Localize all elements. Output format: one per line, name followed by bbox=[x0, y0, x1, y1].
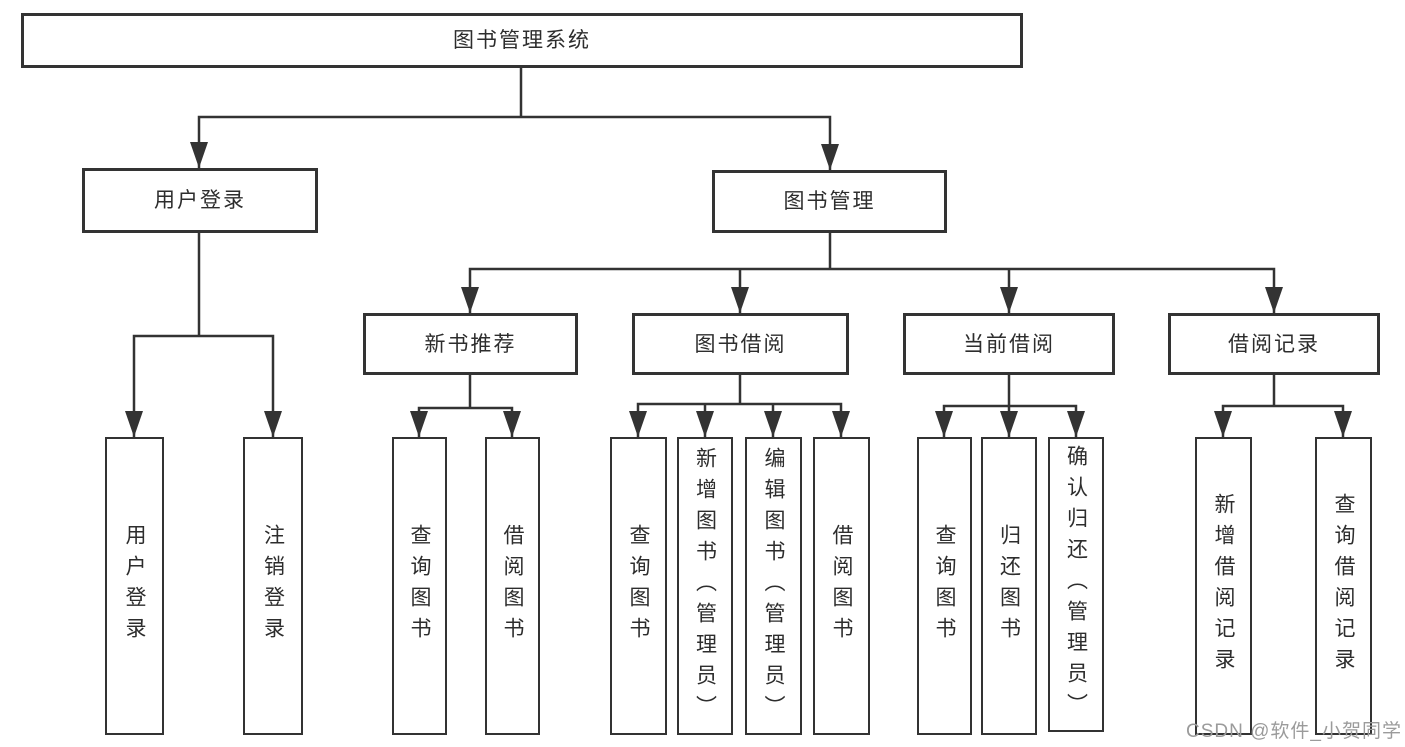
node-book-borrowing: 图书借阅 bbox=[632, 313, 849, 375]
watermark-text: CSDN @软件_小贺同学 bbox=[1186, 721, 1402, 742]
node-label: 编辑图书（管理员） bbox=[762, 446, 785, 726]
node-edit-books-admin: 编辑图书（管理员） bbox=[745, 437, 802, 735]
node-book-management: 图书管理 bbox=[712, 170, 947, 233]
node-label: 查询借阅记录 bbox=[1332, 493, 1355, 679]
node-borrow-books-1: 借阅图书 bbox=[485, 437, 540, 735]
node-label: 新增借阅记录 bbox=[1212, 493, 1235, 679]
node-query-books-3: 查询图书 bbox=[917, 437, 972, 735]
node-add-borrow-record: 新增借阅记录 bbox=[1195, 437, 1252, 735]
node-label: 当前借阅 bbox=[963, 332, 1055, 356]
node-new-book-recommendation: 新书推荐 bbox=[363, 313, 578, 375]
node-label: 确认归还（管理员） bbox=[1064, 445, 1088, 724]
node-query-borrow-record: 查询借阅记录 bbox=[1315, 437, 1372, 735]
node-label: 借阅图书 bbox=[501, 524, 524, 648]
node-label: 查询图书 bbox=[933, 524, 956, 648]
node-label: 图书管理 bbox=[783, 190, 876, 213]
node-label: 注销登录 bbox=[261, 524, 285, 648]
node-label: 用户登录 bbox=[154, 189, 246, 212]
node-logout: 注销登录 bbox=[243, 437, 303, 735]
node-query-books-1: 查询图书 bbox=[392, 437, 447, 735]
node-user-login-leaf: 用户登录 bbox=[105, 437, 164, 735]
node-return-books: 归还图书 bbox=[981, 437, 1037, 735]
node-query-books-2: 查询图书 bbox=[610, 437, 667, 735]
node-label: 查询图书 bbox=[627, 524, 650, 648]
node-library-management-system: 图书管理系统 bbox=[21, 13, 1023, 68]
node-borrow-books-2: 借阅图书 bbox=[813, 437, 870, 735]
node-add-books-admin: 新增图书（管理员） bbox=[677, 437, 733, 735]
node-label: 查询图书 bbox=[408, 524, 431, 648]
node-label: 新增图书（管理员） bbox=[693, 446, 717, 726]
node-label: 借阅图书 bbox=[830, 524, 853, 648]
node-label: 图书管理系统 bbox=[453, 29, 591, 52]
node-label: 新书推荐 bbox=[424, 332, 517, 356]
node-borrowing-records: 借阅记录 bbox=[1168, 313, 1380, 375]
node-current-borrowing: 当前借阅 bbox=[903, 313, 1115, 375]
node-label: 图书借阅 bbox=[694, 332, 787, 356]
node-label: 归还图书 bbox=[997, 524, 1021, 648]
node-user-login: 用户登录 bbox=[82, 168, 318, 233]
node-label: 借阅记录 bbox=[1228, 332, 1320, 356]
node-confirm-return-admin: 确认归还（管理员） bbox=[1048, 437, 1104, 732]
node-label: 用户登录 bbox=[123, 524, 146, 648]
